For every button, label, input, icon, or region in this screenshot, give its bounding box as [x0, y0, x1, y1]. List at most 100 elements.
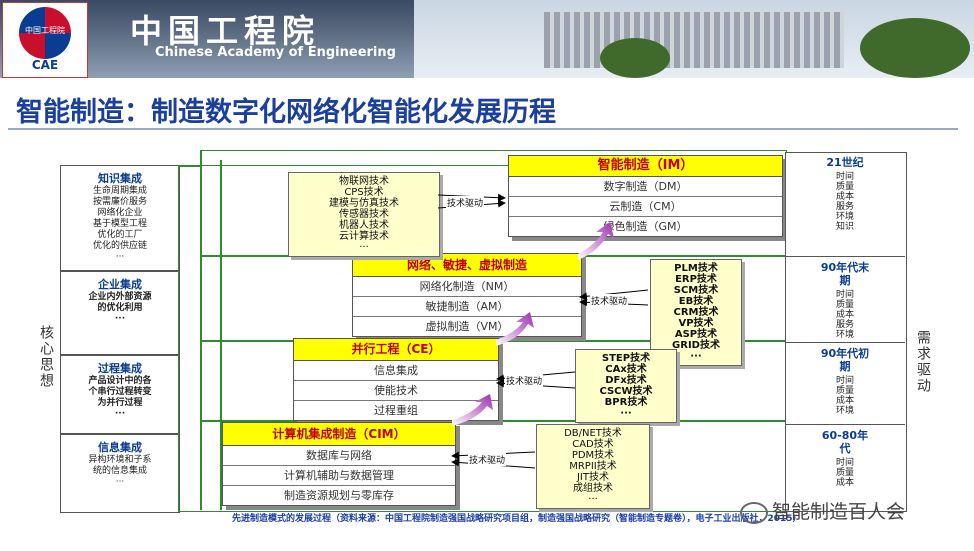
core-idea-line: 优化的供应链	[92, 241, 147, 251]
technology-item: STEP技术	[601, 353, 651, 364]
core-idea-line: 优化的工厂	[97, 230, 143, 240]
core-idea-line: 为并行过程	[97, 398, 143, 408]
demand-item: 服务	[835, 202, 854, 212]
core-idea-line: ···	[114, 409, 126, 419]
core-idea-panel: 企业集成企业内外部资源的优化利用···	[60, 271, 180, 355]
era-label: 90年代末期	[820, 261, 870, 287]
technology-item: JIT技术	[576, 472, 609, 483]
mode-tier-box: 智能制造（IM）数字制造（DM）云制造（CM）绿色制造（GM）	[508, 155, 783, 237]
core-idea-line: 的优化利用	[97, 303, 143, 313]
demand-item: 成本	[835, 396, 854, 406]
wechat-icon	[740, 501, 768, 524]
academy-name-en: Chinese Academy of Engineering	[155, 45, 396, 60]
core-idea-line: 个串行过程转变	[88, 387, 152, 397]
demand-item: 质量	[835, 182, 854, 192]
technology-item: GRID技术	[672, 340, 720, 351]
tech-drive-label: 技术驱动	[468, 453, 507, 466]
era-label: 21世纪	[826, 156, 864, 169]
mode-tier-row: 使能技术	[294, 381, 498, 401]
demand-item: 服务	[835, 320, 854, 330]
demand-driven-label: 需求驱动	[915, 330, 931, 394]
technology-item: BPR技术	[604, 397, 648, 408]
technology-item: PLM技术	[674, 263, 718, 274]
banner-tree	[860, 18, 970, 78]
core-idea-line: ···	[115, 252, 125, 262]
core-idea-line: 网络化企业	[97, 208, 143, 218]
technology-item: ERP技术	[675, 274, 717, 285]
evolution-arrow	[496, 312, 534, 346]
mode-tier-title: 智能制造（IM）	[509, 156, 782, 177]
mode-tier-row: 计算机辅助与数据管理	[223, 466, 455, 486]
technology-item: CAD技术	[572, 439, 614, 450]
core-idea-line: 产品设计中的各	[88, 376, 152, 386]
era-label: 60-80年代	[821, 429, 869, 455]
watermark-text: 智能制造百人会	[772, 501, 906, 523]
cae-logo[interactable]: 中国工程院 CAE	[2, 2, 88, 78]
mode-tier-box: 并行工程（CE）信息集成使能技术过程重组	[293, 338, 499, 421]
demand-item: 时间	[835, 290, 854, 300]
mode-tier-row: 敏捷制造（AM）	[353, 297, 581, 317]
demand-item: 质量	[835, 386, 854, 396]
core-idea-label: 核心思想	[38, 325, 54, 389]
era-label: 90年代初期	[820, 347, 870, 373]
demand-item: 时间	[835, 172, 854, 182]
mode-tier-row: 数字制造（DM）	[509, 177, 782, 197]
technology-item: 物联网技术	[339, 176, 389, 187]
mode-tier-row: 虚拟制造（VM）	[425, 320, 509, 333]
demand-item: 成本	[835, 310, 854, 320]
tech-drive-label: 技术驱动	[590, 294, 629, 307]
core-idea-heading: 知识集成	[98, 172, 142, 185]
core-idea-line: ···	[114, 314, 126, 324]
demand-column	[785, 152, 907, 512]
mode-tier-row: 数据库与网络	[223, 446, 455, 466]
academy-name-cn: 中国工程院	[130, 12, 321, 50]
technology-item: DFx技术	[605, 375, 647, 386]
demand-era-cell: 90年代末期时间质量成本服务环境	[785, 256, 905, 343]
technology-item: 建模与仿真技术	[329, 198, 399, 209]
logo-abbr: CAE	[31, 58, 59, 72]
title-divider	[8, 128, 958, 130]
evolution-arrow	[578, 222, 614, 260]
technology-item: SCM技术	[673, 285, 719, 296]
demand-item: 知识	[835, 222, 854, 232]
core-idea-panel: 信息集成异构环境和子系统的信息集成···	[60, 434, 180, 513]
technology-item: 机器人技术	[339, 220, 389, 231]
technology-item: CPS技术	[344, 187, 384, 198]
banner-building-image	[544, 12, 844, 68]
demand-item: 成本	[835, 478, 854, 488]
core-idea-panel: 知识集成生命周期集成按需廉价服务网络化企业基于模型工程优化的工厂优化的供应链··…	[60, 165, 180, 271]
demand-item: 质量	[835, 300, 854, 310]
core-idea-heading: 过程集成	[98, 362, 142, 375]
cae-logo-emblem	[19, 7, 71, 59]
tech-drive-label: 技术驱动	[505, 374, 544, 387]
core-idea-line: 按需廉价服务	[92, 197, 147, 207]
core-idea-heading: 信息集成	[98, 441, 142, 454]
demand-item: 时间	[835, 376, 854, 386]
demand-item: 成本	[835, 192, 854, 202]
tech-drive-label: 技术驱动	[446, 196, 485, 209]
mode-tier-row: 云制造（CM）	[509, 197, 782, 217]
core-idea-line: 生命周期集成	[92, 186, 147, 196]
technology-item: ASP技术	[674, 329, 718, 340]
mode-tier-row: 制造资源规划与零库存	[284, 489, 394, 502]
mode-tier-row: 过程重组	[374, 404, 418, 417]
demand-era-cell: 21世纪时间质量成本服务环境知识	[785, 152, 905, 256]
mode-tier-title: 并行工程（CE）	[294, 339, 498, 361]
mode-tier-row: 信息集成	[294, 361, 498, 381]
mode-tier-title: 计算机集成制造（CIM）	[223, 423, 455, 446]
technology-item: CAx技术	[605, 364, 647, 375]
mode-tier-title: 网络、敏捷、虚拟制造	[353, 254, 581, 277]
technology-item: CRM技术	[673, 307, 719, 318]
header-banner: 中国工程院 CAE 中国工程院 Chinese Academy of Engin…	[0, 0, 974, 78]
frame-line	[178, 165, 200, 167]
mode-tier-row: 网络化制造（NM）	[353, 277, 581, 297]
technology-item: MRPII技术	[569, 461, 617, 472]
banner-tree	[600, 38, 670, 78]
core-idea-panel: 过程集成产品设计中的各个串行过程转变为并行过程···	[60, 355, 180, 434]
core-idea-line: 异构环境和子系	[88, 455, 152, 465]
technology-item: DB/NET技术	[564, 428, 622, 439]
frame-line	[220, 160, 222, 510]
mode-tier-box: 计算机集成制造（CIM）数据库与网络计算机辅助与数据管理制造资源规划与零库存	[222, 422, 456, 506]
